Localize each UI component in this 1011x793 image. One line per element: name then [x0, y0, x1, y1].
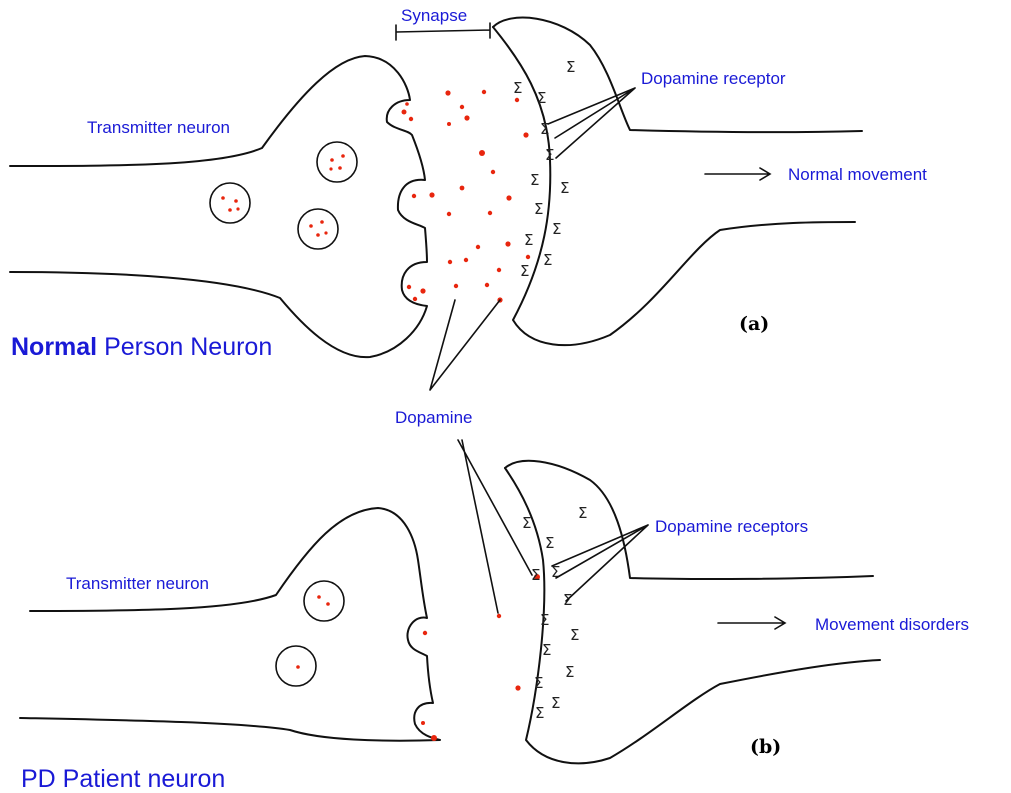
svg-text:Σ: Σ: [570, 626, 579, 644]
vesicles-b: [276, 581, 344, 686]
vesicle: [276, 646, 316, 686]
movement-arrow-a: [705, 168, 770, 180]
vesicles-a: [210, 142, 357, 249]
svg-text:Σ: Σ: [545, 534, 554, 552]
svg-text:Σ: Σ: [530, 171, 539, 189]
panel-b: Σ Σ Σ Σ Σ Σ Σ Σ Σ Σ Σ Σ Σ Transmitter ne…: [20, 461, 969, 793]
synapse-label: Synapse: [401, 6, 467, 25]
svg-text:Σ: Σ: [542, 641, 551, 659]
dopamine-molecules-b: [421, 574, 540, 741]
panel-title-a: Normal Person Neuron: [11, 333, 272, 361]
svg-text:Σ: Σ: [551, 694, 560, 712]
svg-text:Σ: Σ: [537, 89, 546, 107]
dopamine-annotation: Dopamine: [395, 300, 532, 613]
svg-text:Σ: Σ: [534, 674, 543, 692]
svg-text:Σ: Σ: [535, 704, 544, 722]
result-label-b: Movement disorders: [815, 615, 969, 634]
svg-text:Σ: Σ: [543, 251, 552, 269]
receptor-pointer-lines-a: [548, 88, 635, 158]
receptor-label-a: Dopamine receptor: [641, 69, 786, 88]
receptor-label-b: Dopamine receptors: [655, 517, 808, 536]
svg-text:Σ: Σ: [534, 200, 543, 218]
dopamine-receptors-b: Σ Σ Σ Σ Σ Σ Σ Σ Σ Σ Σ Σ Σ: [522, 504, 587, 722]
receptor-pointer-lines-b: [552, 525, 648, 601]
panel-title-b: PD Patient neuron: [21, 765, 225, 793]
transmitter-label-b: Transmitter neuron: [66, 574, 209, 593]
svg-text:Σ: Σ: [578, 504, 587, 522]
transmitter-label-a: Transmitter neuron: [87, 118, 230, 137]
vesicle: [317, 142, 357, 182]
svg-text:Σ: Σ: [522, 514, 531, 532]
movement-arrow-b: [718, 617, 785, 629]
svg-text:Σ: Σ: [520, 262, 529, 280]
svg-text:Σ: Σ: [540, 120, 549, 138]
transmitter-neuron-b: [20, 508, 440, 741]
svg-text:Σ: Σ: [552, 220, 561, 238]
dopamine-pointer-lines-b: [458, 440, 532, 613]
vesicle: [210, 183, 250, 223]
panel-a: Σ Σ Σ Σ Σ Σ Σ Σ Σ Σ Σ Σ Synapse Transmit…: [10, 6, 927, 361]
svg-text:Σ: Σ: [560, 179, 569, 197]
panel-tag-a: (a): [739, 313, 769, 335]
panel-tag-b: (b): [750, 736, 781, 758]
result-label-a: Normal movement: [788, 165, 927, 184]
dopamine-label: Dopamine: [395, 408, 473, 427]
svg-text:Σ: Σ: [540, 611, 549, 629]
svg-text:Σ: Σ: [513, 79, 522, 97]
dopamine-receptors-a: Σ Σ Σ Σ Σ Σ Σ Σ Σ Σ Σ Σ: [513, 58, 575, 280]
dopamine-pointer-lines-a: [430, 300, 500, 390]
svg-text:Σ: Σ: [524, 231, 533, 249]
synapse-bracket: [396, 23, 490, 40]
svg-text:Σ: Σ: [566, 58, 575, 76]
svg-text:Σ: Σ: [565, 663, 574, 681]
svg-text:Σ: Σ: [545, 146, 554, 164]
vesicle: [304, 581, 344, 621]
dopamine-molecules-a: [402, 90, 531, 303]
svg-text:Σ: Σ: [531, 566, 540, 584]
vesicle: [298, 209, 338, 249]
